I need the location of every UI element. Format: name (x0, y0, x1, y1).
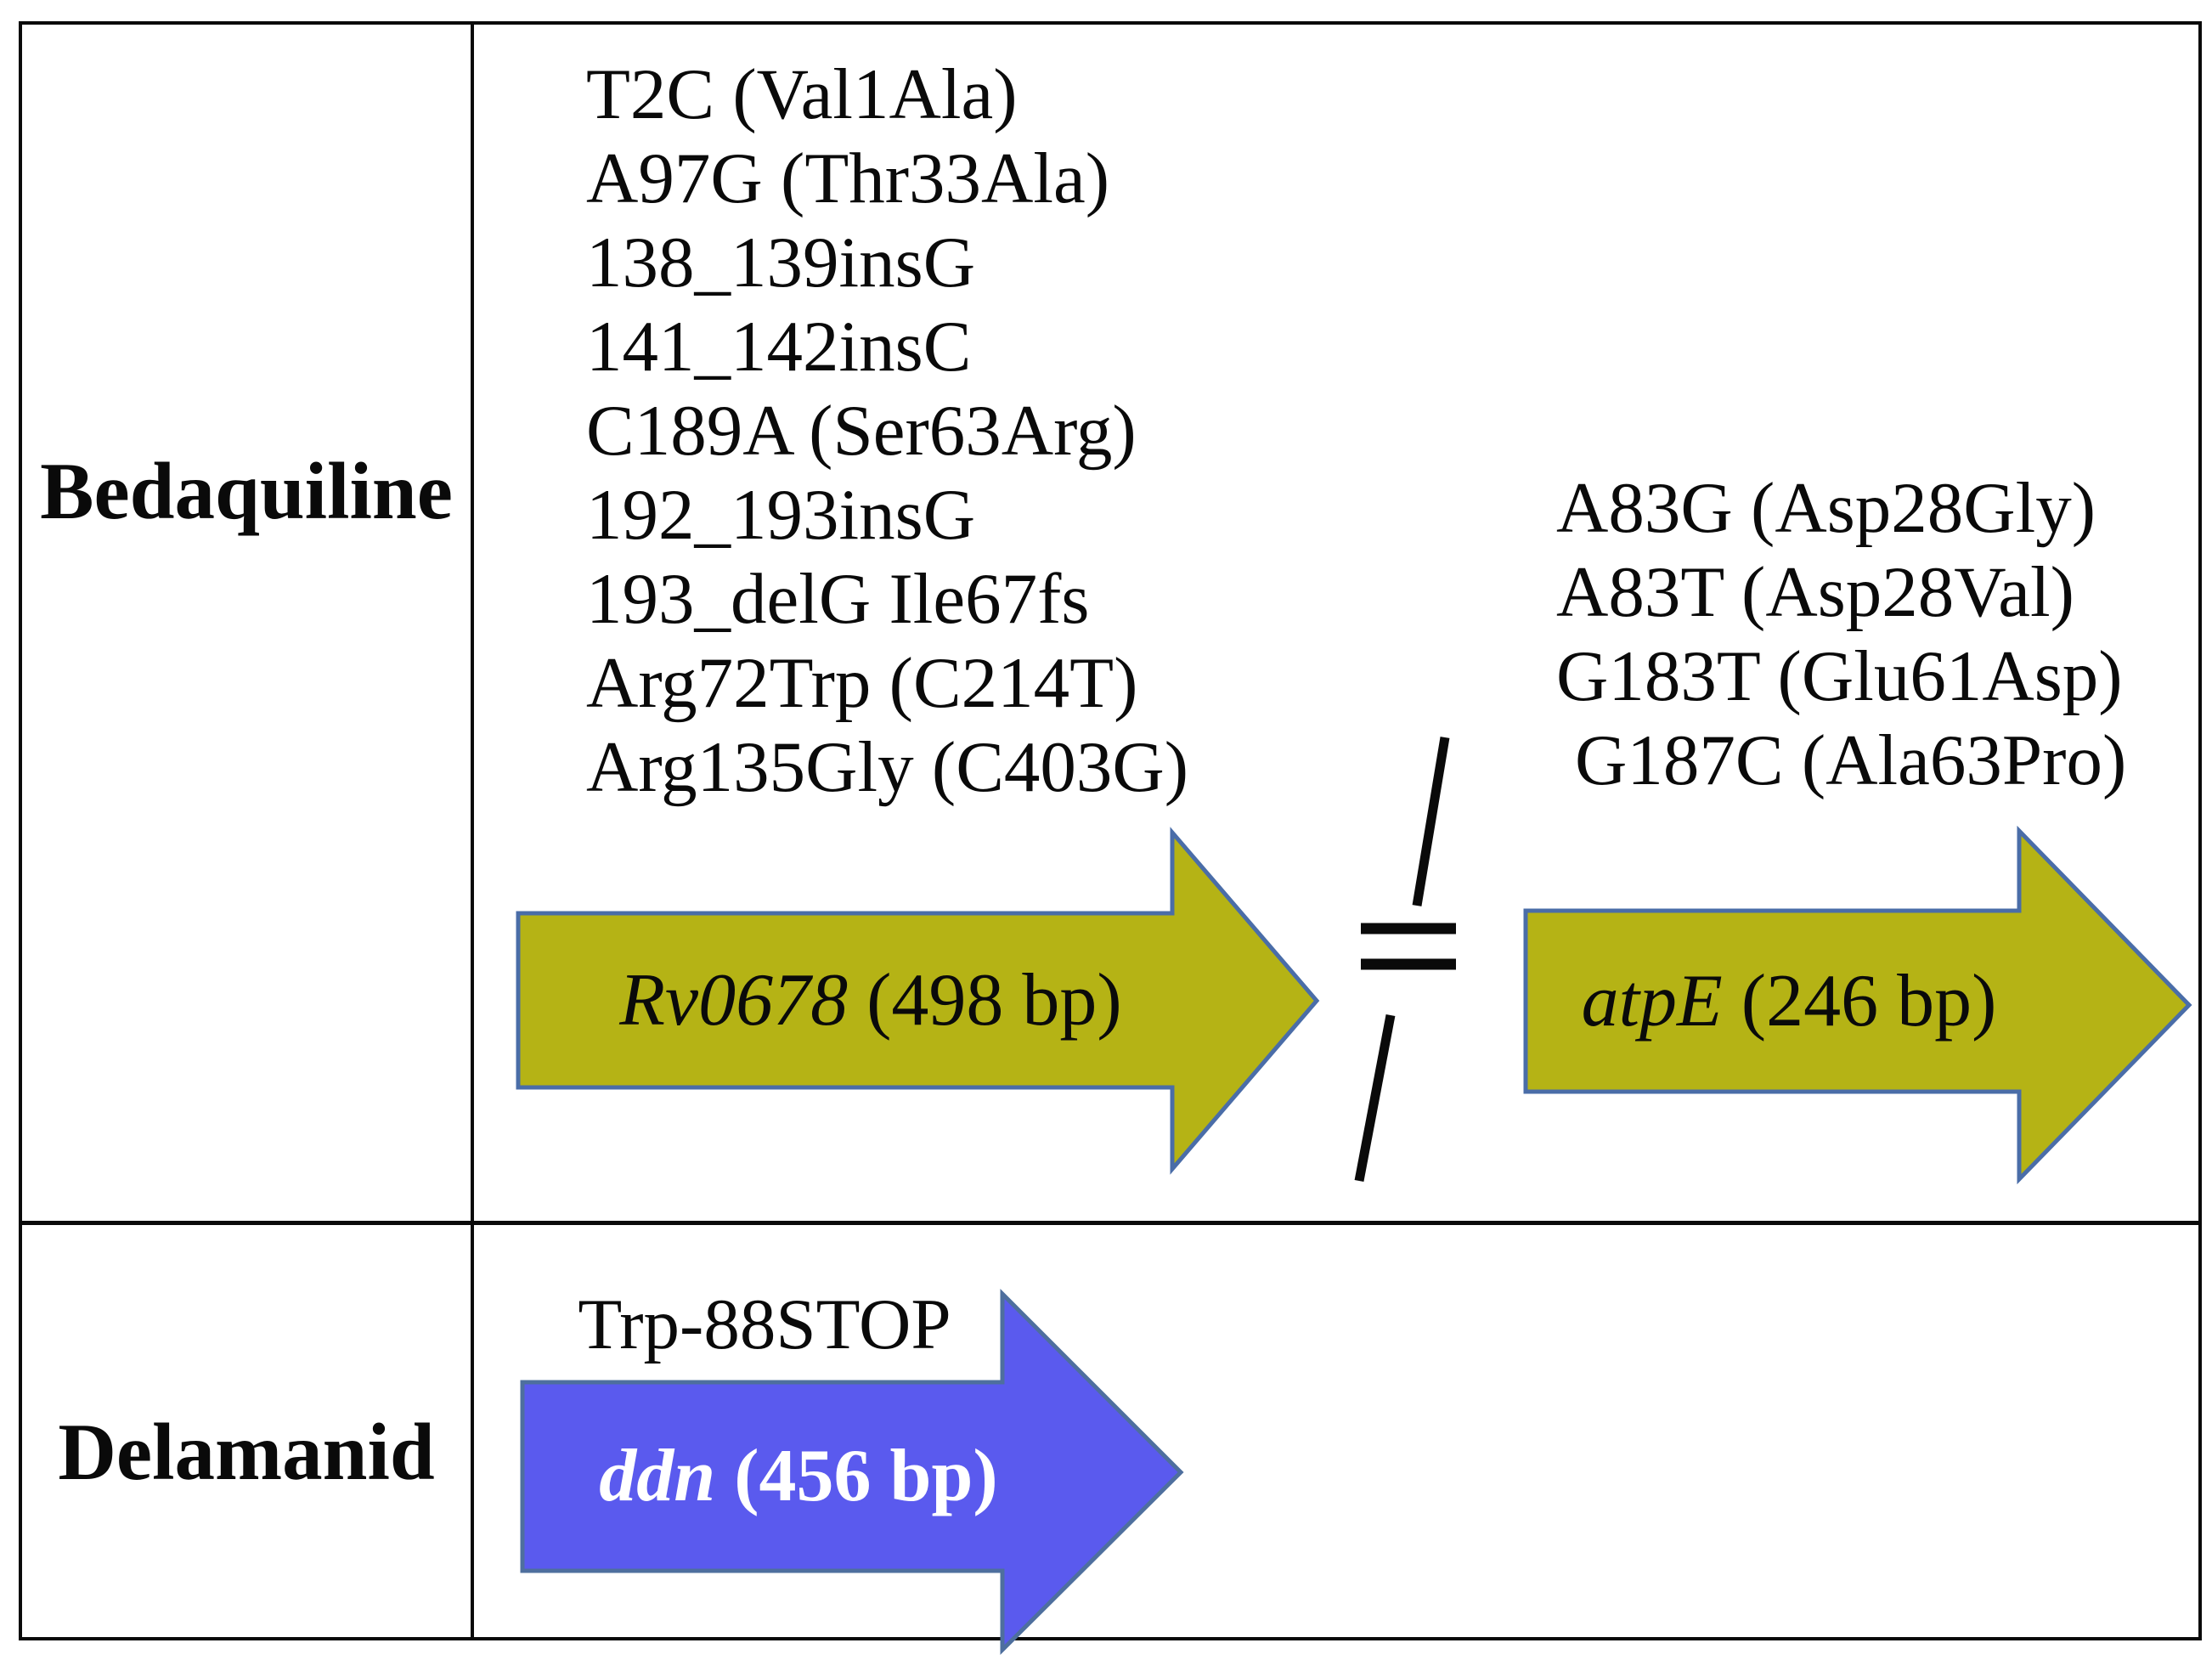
table-row-divider (19, 1221, 2202, 1225)
mutation-item: C189A (Ser63Arg) (586, 391, 1137, 471)
mutation-list-rv0678: T2C (Val1Ala) A97G (Thr33Ala) 138_139ins… (586, 53, 1188, 810)
mutation-item: 141_142insC (586, 307, 972, 387)
mutation-item: 193_delG Ile67fs (586, 559, 1090, 639)
mutation-item: 138_139insG (586, 223, 976, 302)
drug-label-delamanid: Delamanid (58, 1407, 435, 1497)
mutation-item: G187C (Ala63Pro) (1575, 720, 2127, 800)
gene-arrow-label-ddn: ddn (456 bp) (548, 1382, 1049, 1571)
drug-label-bedaquiline: Bedaquiline (40, 446, 453, 536)
mutation-item: Arg72Trp (C214T) (586, 643, 1138, 723)
table-column-divider (471, 21, 474, 1640)
mutation-item: A97G (Thr33Ala) (586, 138, 1110, 218)
gene-arrow-atpe (1523, 825, 2192, 1185)
gene-name: atpE (1581, 959, 1723, 1042)
sequence-break-icon (1354, 737, 1456, 1183)
gene-arrow-ddn (520, 1288, 1184, 1656)
mutation-item: G183T (Glu61Asp) (1556, 636, 2123, 716)
gene-size: (246 bp) (1722, 959, 1997, 1042)
gene-arrow-label-atpe: atpE (246 bp) (1526, 911, 2052, 1092)
gene-size: (498 bp) (848, 958, 1122, 1042)
mutation-item: 192_193insG (586, 475, 976, 555)
mutation-item-trp88stop: Trp-88STOP (578, 1285, 951, 1364)
gene-size: (456 bp) (715, 1435, 998, 1517)
gene-arrow-rv0678 (516, 827, 1320, 1175)
mutation-list-atpe: A83G (Asp28Gly) A83T (Asp28Val) G183T (G… (1556, 466, 2126, 803)
table-outer-border (19, 21, 2202, 1640)
mutation-item: Arg135Gly (C403G) (586, 727, 1189, 807)
mutation-item: T2C (Val1Ala) (586, 54, 1018, 134)
mutation-item: A83G (Asp28Gly) (1556, 468, 2096, 548)
gene-name: Rv0678 (619, 958, 849, 1042)
gene-name: ddn (599, 1435, 716, 1517)
mutation-item: A83T (Asp28Val) (1556, 552, 2074, 632)
gene-arrow-label-rv0678: Rv0678 (498 bp) (544, 913, 1198, 1087)
